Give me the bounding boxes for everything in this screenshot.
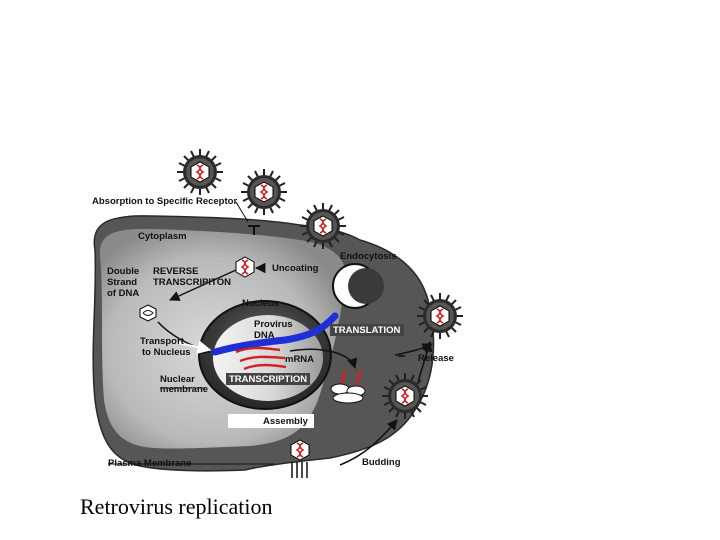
endocytosis-vesicle (332, 263, 384, 309)
nucleus-label: Nucleus (242, 298, 279, 309)
transport-arrow (174, 340, 212, 355)
plasma-membrane-label: Plasma Membrane (108, 458, 191, 469)
cytoplasm-label: Cytoplasm (138, 231, 187, 242)
virus-particle-free (176, 148, 224, 196)
provirus-label-1: Provirus (254, 319, 293, 330)
reverse-transcription-label-2: TRANSCRIPITON (153, 277, 231, 288)
provirus-dna-strand (211, 312, 339, 356)
transcription-label: TRANSCRIPTION (229, 374, 307, 385)
assembly-capsid (290, 439, 310, 461)
nuclear-membrane-label-1: Nuclear (160, 374, 195, 385)
ribosome-cluster (330, 369, 366, 404)
virus-particle-attached (240, 168, 288, 216)
receptor (248, 225, 260, 235)
leader-lines (108, 201, 275, 465)
double-strand-label-2: Strand (107, 277, 137, 288)
uncoating-label: Uncoating (272, 263, 319, 274)
assembly-label: Assembly (263, 416, 309, 427)
budding-label: Budding (362, 457, 401, 468)
mrna-strands (235, 346, 287, 371)
budding-stalks (291, 462, 308, 478)
transcription-label-box (226, 373, 310, 385)
nuclear-membrane-label-2: membrane (160, 384, 208, 395)
release-label: Release (418, 353, 454, 364)
absorption-label: Absorption to Specific Receptor (92, 196, 237, 207)
mrna-export-arrow (289, 348, 358, 370)
translation-label-box (330, 324, 404, 336)
reverse-transcription-label-1: REVERSE (153, 266, 198, 277)
uncoating-capsid (235, 256, 255, 278)
double-strand-dna-shape (139, 304, 157, 322)
diagram-title: Retrovirus replication (80, 494, 273, 519)
double-strand-label-1: Double (107, 266, 139, 277)
transport-label-2: to Nucleus (142, 347, 191, 358)
endocytosis-label: Endocytosis (340, 251, 397, 262)
assembly-label-box (228, 414, 314, 428)
double-strand-label-3: of DNA (107, 288, 139, 299)
mrna-label: mRNA (285, 354, 314, 365)
transport-label-1: Transport (140, 336, 185, 347)
provirus-label-2: DNA (254, 330, 275, 341)
translation-label: TRANSLATION (333, 325, 401, 336)
